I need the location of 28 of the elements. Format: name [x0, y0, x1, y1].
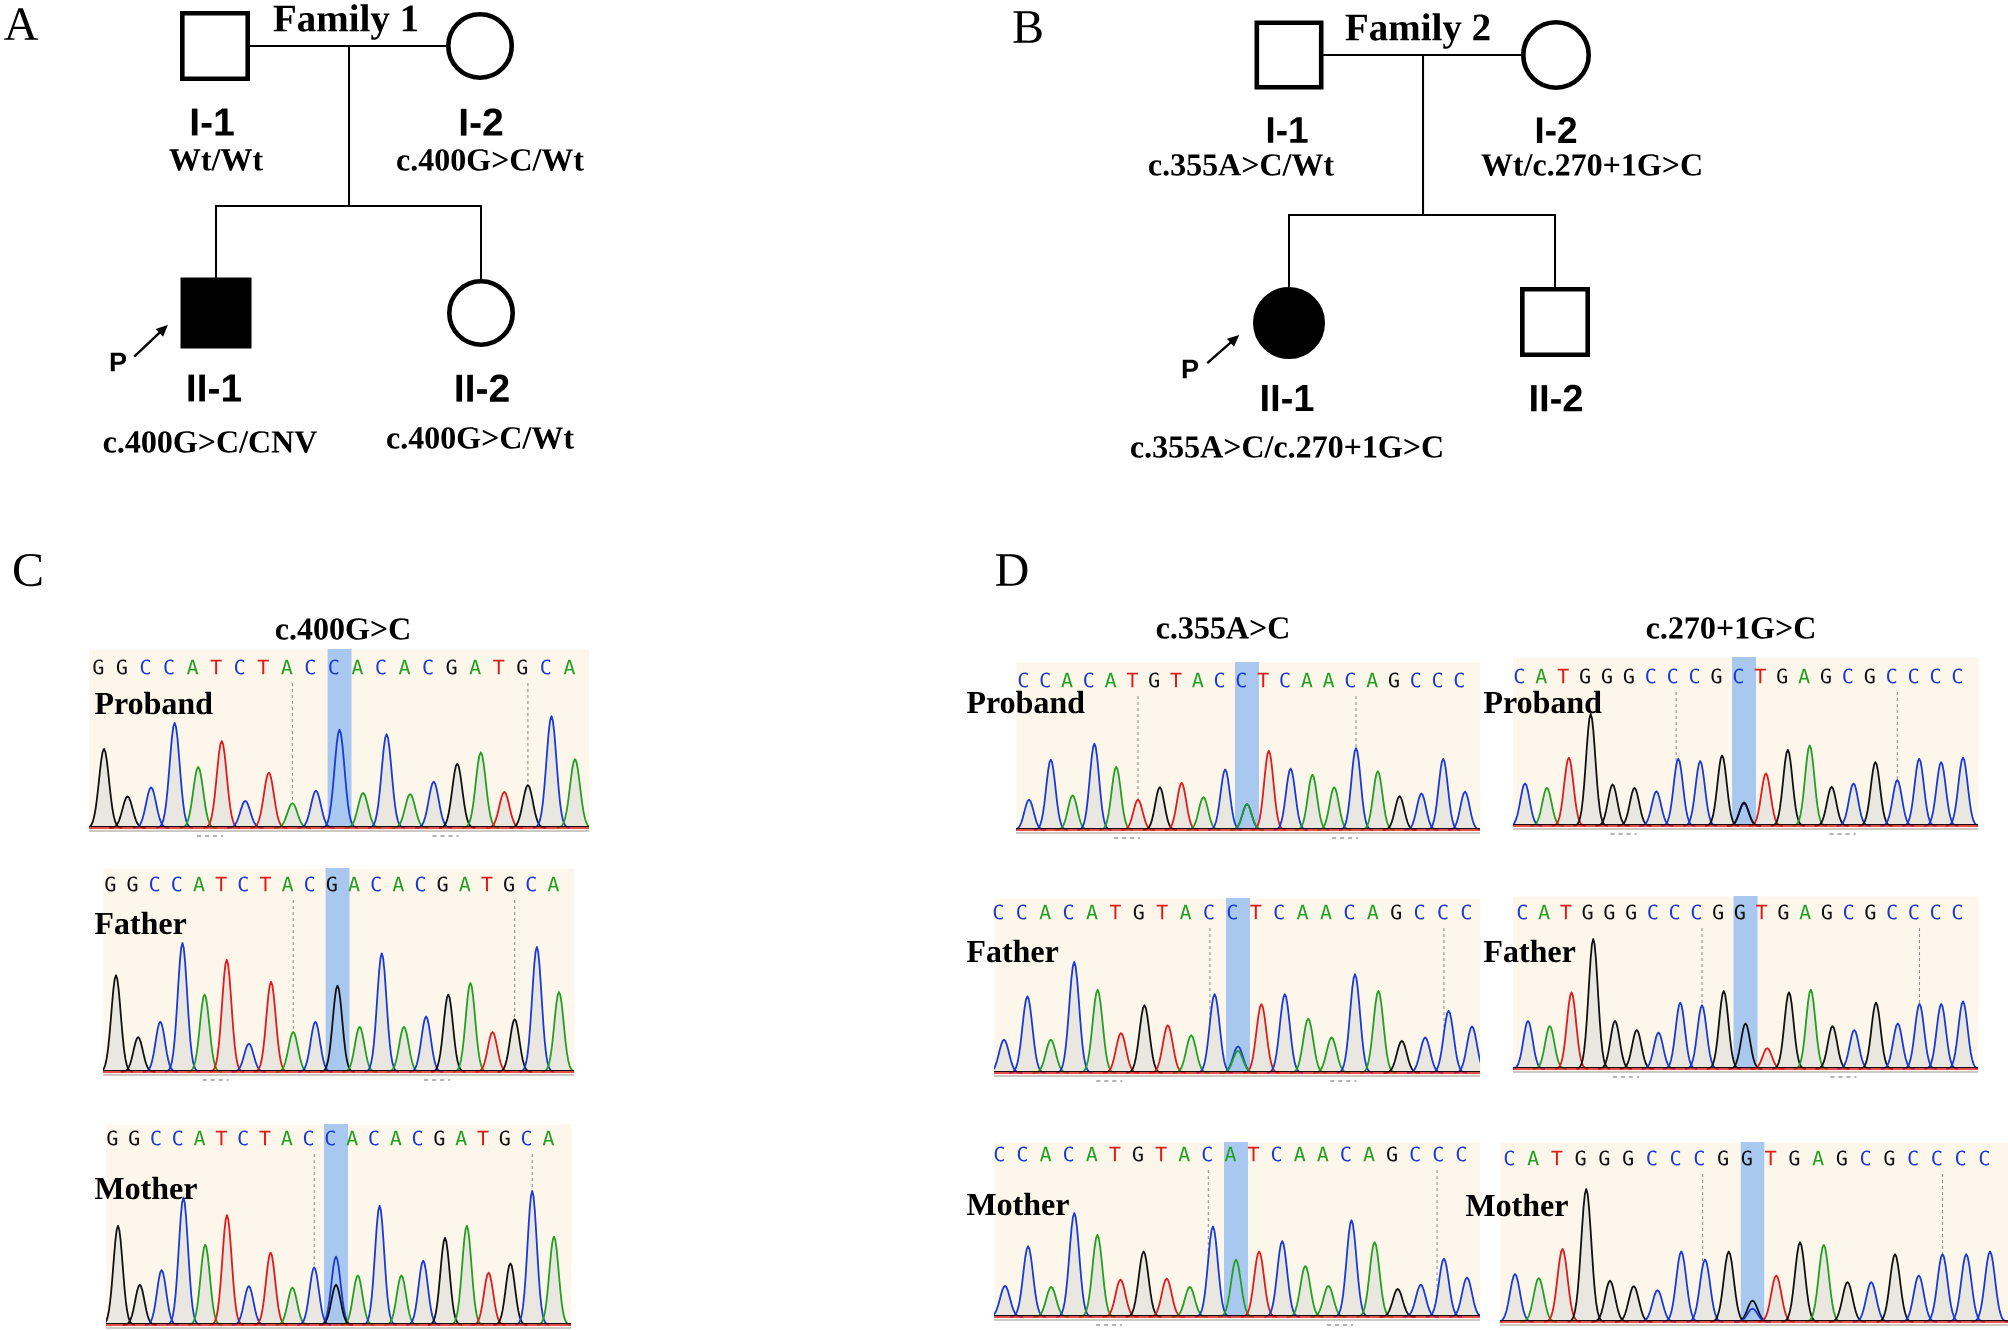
genotype-label: c.355A>C/Wt	[1149, 154, 1334, 176]
individual-id: II-2	[1531, 384, 1582, 412]
proband-label: P	[1182, 359, 1199, 379]
genotype-label: c.400G>C/Wt	[387, 427, 574, 449]
panel-letter: B	[1013, 11, 1042, 43]
pedigree-line	[348, 45, 482, 280]
base-sequence: G G C C A T C T A C C A C A C G A T G C A	[107, 1130, 555, 1146]
proband-label: P	[110, 352, 127, 372]
individual-id: II-1	[188, 374, 242, 402]
genotype-label: c.400G>C/CNV	[103, 431, 317, 453]
panel-letter: C	[13, 553, 42, 587]
individual-id: II-2	[456, 374, 509, 402]
sample-label: Mother	[94, 1176, 197, 1200]
genotype-label: Wt/c.270+1G>C	[1481, 154, 1701, 176]
individual-id: I-2	[460, 108, 503, 136]
individual-id: I-1	[1267, 117, 1308, 143]
family-title: Family 1	[273, 4, 418, 40]
base-sequence: C A T G G G C C C G G T G A G C G C C C C	[1504, 1150, 1989, 1166]
genotype-label: Wt/Wt	[169, 149, 263, 171]
individual-id: I-1	[191, 108, 234, 136]
genotype-label: c.355A>C/c.270+1G>C	[1131, 436, 1442, 458]
panel-letter: A	[4, 8, 38, 40]
sample-label: Mother	[1465, 1193, 1568, 1217]
family-title: Family 2	[1345, 13, 1490, 49]
individual-id: II-1	[1262, 384, 1314, 412]
individual-id: I-2	[1536, 117, 1577, 143]
panel-letter: D	[996, 554, 1028, 586]
genotype-label: c.400G>C/Wt	[397, 149, 584, 171]
